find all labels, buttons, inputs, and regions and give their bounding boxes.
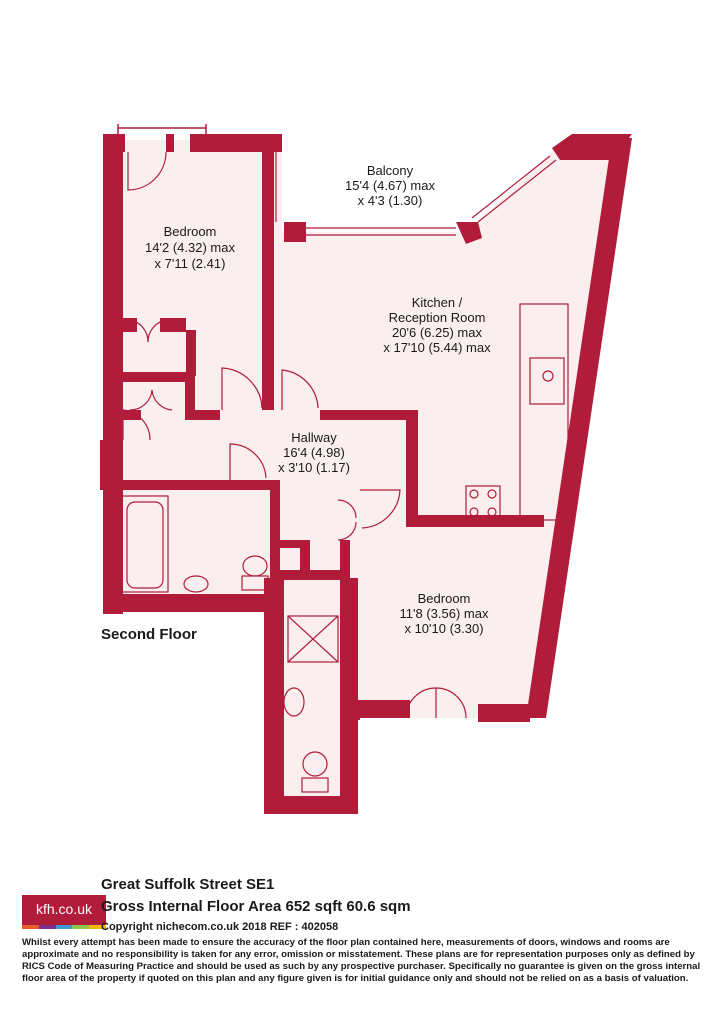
kfh-logo: kfh.co.uk xyxy=(22,895,106,929)
room-label-bedroom-1: Bedroom 14'2 (4.32) max x 7'11 (2.41) xyxy=(145,224,235,271)
balcony-name: Balcony xyxy=(367,163,414,178)
kitchen-dim1: 20'6 (6.25) max xyxy=(392,325,482,340)
logo-bar xyxy=(22,925,39,929)
copyright-ref: Copyright nichecom.co.uk 2018 REF : 4020… xyxy=(101,921,339,933)
bedroom2-name: Bedroom xyxy=(418,591,471,606)
room-label-kitchen: Kitchen / Reception Room 20'6 (6.25) max… xyxy=(383,295,491,355)
logo-bar xyxy=(72,925,90,929)
balcony-dim2: x 4'3 (1.30) xyxy=(358,193,423,208)
balcony-area xyxy=(282,138,566,232)
floor-plan: Balcony 15'4 (4.67) max x 4'3 (1.30) Bed… xyxy=(100,124,632,814)
bedroom2-dim1: 11'8 (3.56) max xyxy=(400,606,489,621)
logo-bar xyxy=(55,925,73,929)
bedroom1-name: Bedroom xyxy=(164,224,217,239)
top-window xyxy=(117,124,207,134)
floor-label: Second Floor xyxy=(101,626,197,643)
disclaimer-text: Whilst every attempt has been made to en… xyxy=(22,937,701,984)
logo-text: kfh.co.uk xyxy=(35,901,93,917)
room-label-hallway: Hallway 16'4 (4.98) x 3'10 (1.17) xyxy=(278,430,350,475)
doors xyxy=(122,151,467,719)
room-label-balcony: Balcony 15'4 (4.67) max x 4'3 (1.30) xyxy=(345,163,435,208)
bedroom1-dim2: x 7'11 (2.41) xyxy=(155,256,226,271)
kitchen-name: Kitchen / xyxy=(412,295,463,310)
bedroom1-dim1: 14'2 (4.32) max xyxy=(145,240,235,255)
property-address: Great Suffolk Street SE1 xyxy=(101,876,275,893)
hallway-dim2: x 3'10 (1.17) xyxy=(278,460,350,475)
logo-bar xyxy=(89,925,106,929)
balcony-dim1: 15'4 (4.67) max xyxy=(345,178,435,193)
logo-bar xyxy=(38,925,56,929)
hallway-dim1: 16'4 (4.98) xyxy=(283,445,345,460)
floor-area xyxy=(110,140,612,812)
walls xyxy=(100,134,632,814)
bedroom2-dim2: x 10'10 (3.30) xyxy=(404,621,483,636)
fixtures xyxy=(121,303,569,793)
room-label-bedroom-2: Bedroom 11'8 (3.56) max x 10'10 (3.30) xyxy=(400,591,489,636)
hallway-name: Hallway xyxy=(291,430,337,445)
balcony-window xyxy=(269,150,557,236)
kitchen-name2: Reception Room xyxy=(389,310,486,325)
logo-color-bars xyxy=(22,925,106,929)
wardrobe-walls xyxy=(123,318,196,376)
gross-internal-area: Gross Internal Floor Area 652 sqft 60.6 … xyxy=(101,898,411,915)
kitchen-dim2: x 17'10 (5.44) max xyxy=(383,340,491,355)
